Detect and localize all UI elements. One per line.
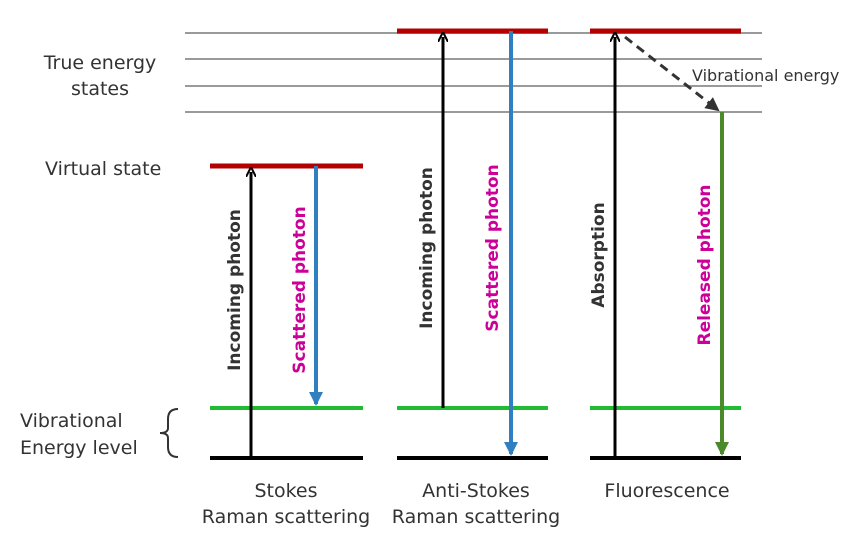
vibrational-energy-label: Vibrational energy: [692, 66, 839, 85]
anti-stokes-caption-2: Raman scattering: [392, 506, 560, 528]
absorption-label: Absorption: [589, 202, 609, 307]
fluorescence-caption: Fluorescence: [604, 480, 729, 502]
released-photon-label: Released photon: [695, 184, 715, 345]
vib-level-label-1: Vibrational: [20, 410, 123, 432]
stokes-caption-1: Stokes: [254, 480, 317, 502]
anti-stokes-incoming-label: Incoming photon: [417, 167, 437, 329]
stokes-incoming-label: Incoming photon: [225, 209, 245, 371]
vibrational-relaxation-arrow: [624, 35, 720, 112]
stokes-scattered-label: Scattered photon: [290, 206, 310, 373]
anti-stokes-caption-1: Anti-Stokes: [422, 480, 530, 502]
true-states-label-2: states: [71, 78, 129, 100]
true-states-label-1: True energy: [43, 52, 157, 74]
stokes-caption-2: Raman scattering: [202, 506, 370, 528]
brace-icon: [159, 408, 179, 458]
vib-level-label-2: Energy level: [20, 437, 138, 459]
virtual-state-label: Virtual state: [45, 158, 161, 180]
anti-stokes-scattered-label: Scattered photon: [483, 164, 503, 331]
